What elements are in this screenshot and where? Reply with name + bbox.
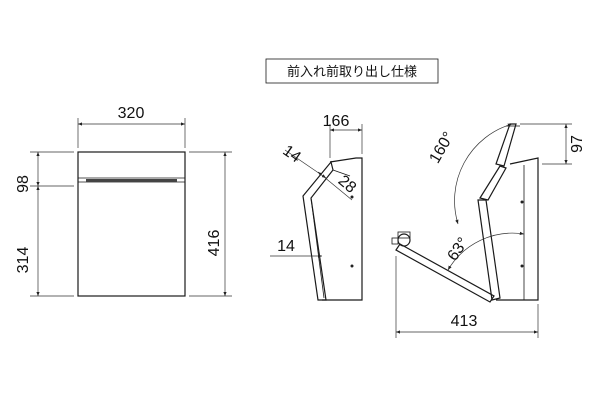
lock-icon [391, 231, 411, 247]
open-front-door [395, 243, 495, 303]
side-body [322, 157, 363, 301]
side-view: 166 14 28 14 [270, 113, 363, 301]
side-gap-label: 28 [335, 172, 360, 197]
front-lower-height-label: 314 [15, 247, 32, 274]
front-slot [86, 179, 177, 182]
open-total-depth-label: 413 [451, 313, 478, 330]
door-angle-label: 63° [444, 235, 472, 265]
open-body [496, 157, 539, 301]
front-width-label: 320 [118, 105, 145, 122]
door-angle-arc [447, 231, 525, 271]
title-text: 前入れ前取り出し仕様 [287, 64, 417, 80]
title-box: 前入れ前取り出し仕様 [265, 58, 439, 84]
lid-rise-label: 97 [569, 135, 586, 153]
lid-angle-label: 160° [426, 129, 457, 166]
side-door-thickness-label: 14 [277, 238, 295, 255]
side-depth-label: 166 [323, 113, 350, 130]
front-body [77, 151, 186, 297]
open-lid [495, 123, 517, 167]
front-upper-height-label: 98 [15, 175, 32, 193]
side-front-door [302, 160, 334, 301]
side-lid-thickness-label: 14 [279, 142, 303, 166]
front-total-height-label: 416 [206, 230, 223, 257]
open-view: 160° 97 63° 413 [391, 123, 586, 338]
front-view: 320 98 314 416 [15, 105, 232, 297]
open-front-panel [477, 199, 501, 301]
lid-angle-arc [454, 123, 513, 225]
